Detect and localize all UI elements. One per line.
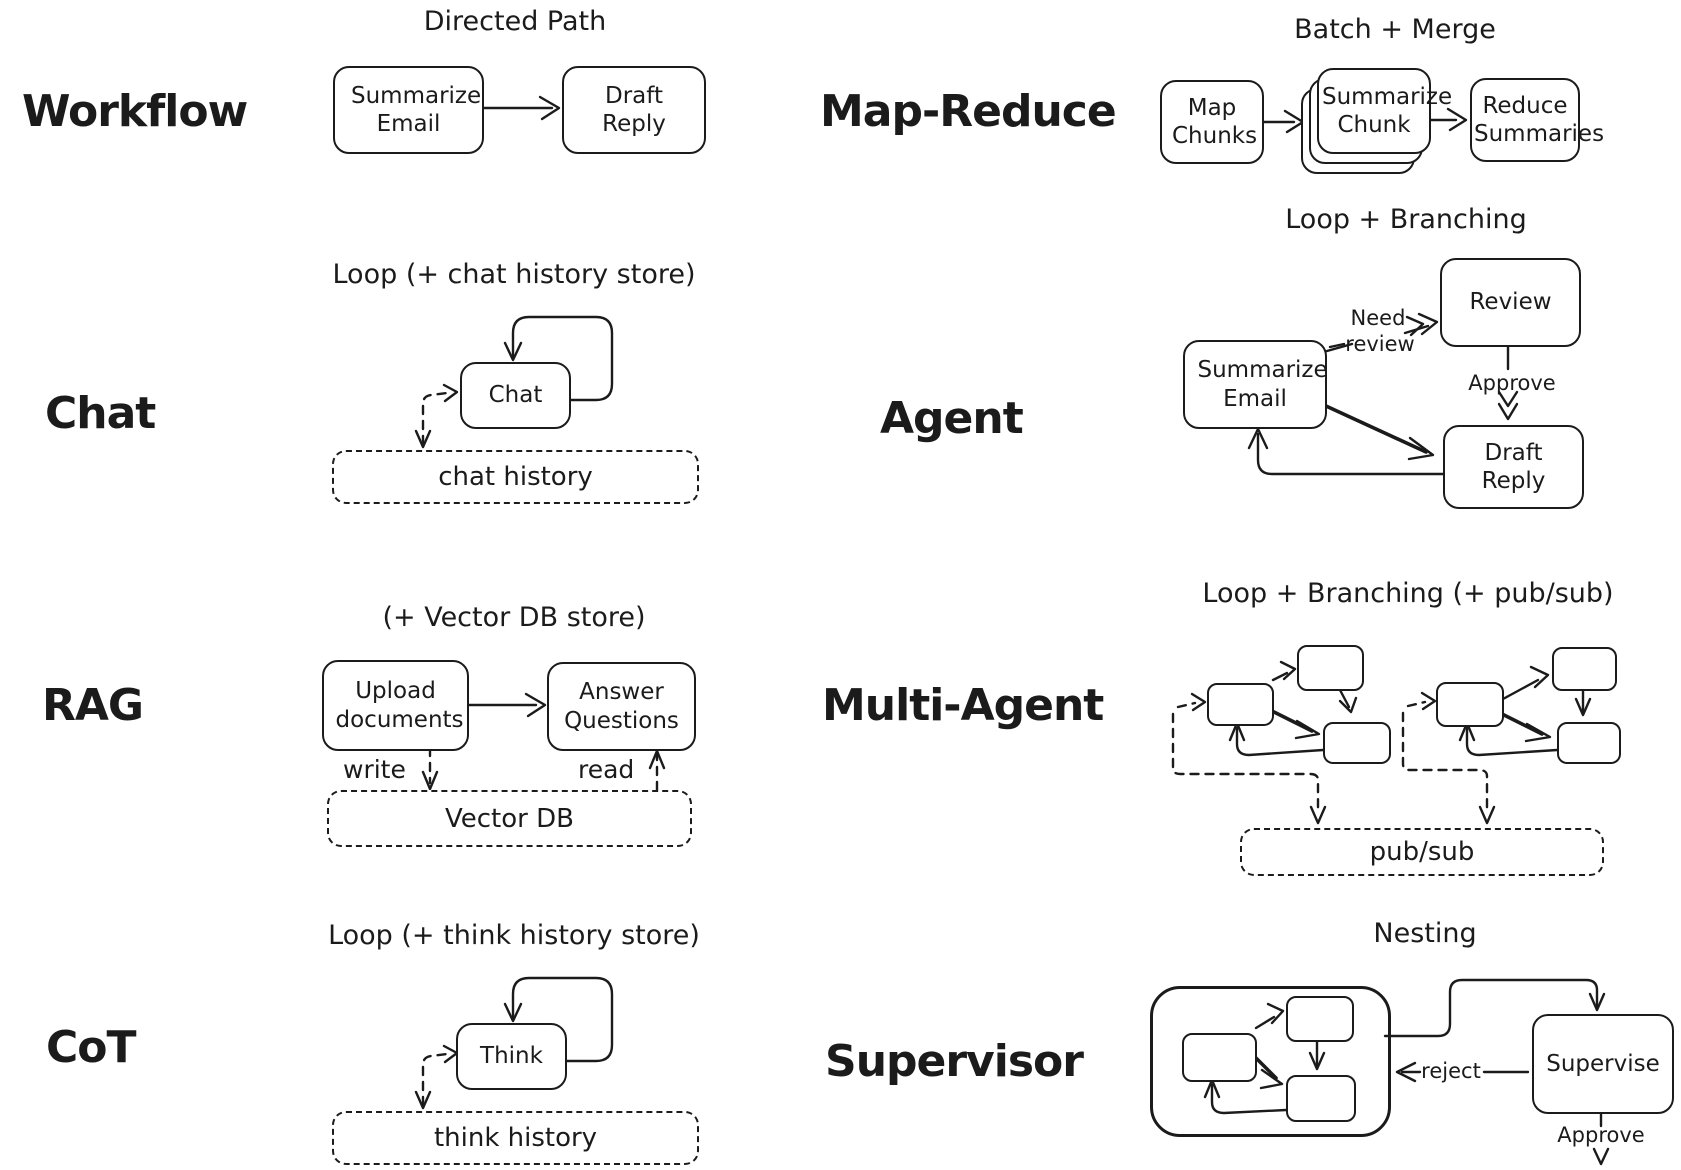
pub-sub-store: pub/sub (1240, 828, 1604, 876)
cot-node-think: Think (456, 1023, 567, 1090)
agent-edge-need-label: Need (1350, 306, 1406, 330)
multi-agent-c2-node-b (1552, 647, 1617, 691)
agent-arrows (1247, 312, 1519, 476)
section-label-map-reduce: Map-Reduce (820, 86, 1117, 137)
rag-edge-write-label: write (343, 755, 406, 784)
map-reduce-title: Batch + Merge (1294, 14, 1496, 45)
cot-loop-arrow (503, 976, 614, 1063)
chat-history-store: chat history (332, 450, 699, 504)
multi-agent-c2-node-a (1436, 682, 1504, 727)
rag-title: (+ Vector DB store) (382, 602, 646, 633)
supervisor-inner-node-b (1286, 996, 1354, 1042)
multi-agent-cluster1-arrows (1171, 660, 1358, 825)
agent-node-summarize-email: Summarize Email (1183, 340, 1328, 429)
section-label-supervisor: Supervisor (825, 1036, 1084, 1087)
rag-arrows (421, 692, 666, 792)
supervisor-node-supervise: Supervise (1532, 1014, 1674, 1114)
workflow-node-draft-reply: Draft Reply (562, 66, 706, 154)
agent-node-draft-reply: Draft Reply (1443, 425, 1584, 509)
multi-agent-c1-node-a (1207, 683, 1274, 726)
section-label-cot: CoT (46, 1022, 137, 1073)
section-label-multi-agent: Multi-Agent (822, 680, 1104, 731)
agent-node-review: Review (1440, 258, 1581, 347)
section-label-agent: Agent (880, 393, 1024, 444)
chat-loop-arrow (503, 315, 614, 402)
map-reduce-node-map-chunks: Map Chunks (1160, 80, 1264, 164)
rag-edge-read-label: read (578, 755, 635, 784)
map-reduce-arrows (1261, 107, 1468, 134)
supervisor-outer-arrows (1383, 978, 1610, 1166)
supervisor-nested-container (1150, 986, 1391, 1137)
cot-store-link (414, 1044, 459, 1110)
workflow-title: Directed Path (423, 6, 607, 37)
multi-agent-cluster2-arrows (1401, 665, 1592, 825)
think-history-store: think history (332, 1111, 699, 1165)
cot-title: Loop (+ think history store) (328, 920, 700, 951)
workflow-arrow (480, 95, 561, 121)
agent-edge-review-label: review (1345, 332, 1415, 356)
section-label-rag: RAG (42, 680, 144, 731)
chat-node-chat: Chat (460, 362, 571, 429)
multi-agent-c2-node-c (1557, 722, 1621, 764)
multi-agent-c1-node-c (1323, 722, 1391, 764)
supervisor-inner-node-a (1182, 1033, 1257, 1082)
workflow-node-summarize-email: Summarize Email (333, 66, 484, 154)
supervisor-inner-node-c (1286, 1075, 1356, 1122)
rag-node-upload-documents: Upload documents (322, 660, 469, 751)
section-label-chat: Chat (45, 388, 156, 439)
supervisor-edge-approve-label: Approve (1557, 1123, 1645, 1147)
supervisor-title: Nesting (1373, 918, 1477, 949)
section-label-workflow: Workflow (22, 86, 248, 137)
multi-agent-c1-node-b (1297, 645, 1364, 691)
multi-agent-title: Loop + Branching (+ pub/sub) (1202, 578, 1614, 609)
agent-title: Loop + Branching (1285, 204, 1527, 235)
map-reduce-node-reduce-summaries: Reduce Summaries (1470, 78, 1604, 162)
rag-node-answer-questions: Answer Questions (547, 662, 696, 751)
map-reduce-node-summarize-chunk: Summarize Chunk (1317, 68, 1452, 154)
agent-edge-approve-label: Approve (1468, 371, 1556, 395)
chat-title: Loop (+ chat history store) (332, 259, 696, 290)
supervisor-edge-reject-label: reject (1421, 1059, 1481, 1083)
vector-db-store: Vector DB (327, 790, 692, 847)
chat-store-link (414, 383, 459, 449)
